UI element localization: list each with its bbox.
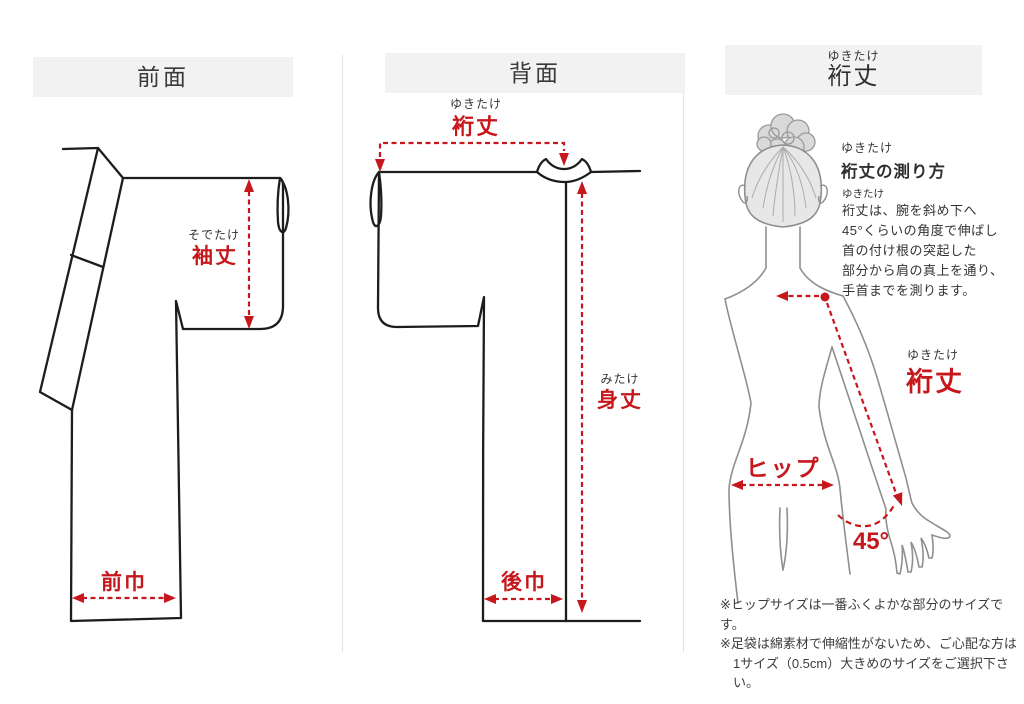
howto-title-furigana: ゆきたけ (841, 141, 894, 155)
front-width-label: 前巾 (101, 571, 147, 594)
back-kimono-drawing (369, 141, 642, 623)
howto-line: 手首までを測ります。 (842, 283, 976, 298)
back-yuki-label: 裄丈 (451, 114, 501, 139)
footnotes: ※ヒップサイズは一番ふくよかな部分のサイズです。 ※足袋は綿素材で伸縮性がないた… (720, 595, 1020, 693)
yuki-bracket-arrow (375, 141, 569, 172)
hip-label: ヒップ (745, 455, 821, 481)
panel-divider-left (342, 55, 343, 652)
angle-label: 45° (852, 528, 890, 555)
footnote-line: ※足袋は綿素材で伸縮性がないため、ご心配な方は (720, 636, 1017, 651)
yuki-measure-line (776, 291, 903, 506)
back-width-label: 後巾 (501, 571, 547, 594)
front-kimono-outline (38, 146, 290, 623)
howto-line: 45°くらいの角度で伸ばし (842, 223, 999, 238)
howto-line: 首の付け根の突起した (842, 243, 978, 258)
back-panel-header: 背面 (385, 53, 685, 93)
hair-strands (751, 146, 817, 222)
front-width-arrow (72, 593, 176, 603)
yuki-header-label: 裄丈 (827, 63, 880, 90)
yuki-howto-block: ゆきたけ 裄丈の測り方 ゆきたけ 裄丈は、腕を斜め下へ 45°くらいの角度で伸ば… (838, 139, 1024, 301)
howto-title: 裄丈の測り方 (841, 163, 946, 181)
front-panel-header: 前面 (33, 57, 293, 97)
panel-divider-right (683, 55, 684, 652)
hip-measure-arrow (731, 480, 834, 490)
sleeve-length-arrow (244, 179, 254, 329)
yuki-panel-header: ゆきたけ 裄丈 (725, 45, 982, 95)
body-length-furigana: みたけ (600, 372, 640, 386)
angle-arc (837, 504, 895, 528)
howto-body-furigana: ゆきたけ (842, 188, 884, 200)
body-length-arrow (577, 181, 587, 613)
figure-drawing (724, 113, 951, 604)
hair-bun (756, 113, 816, 158)
footnote-line: 1サイズ（0.5cm）大きめのサイズをご選択下さい。 (733, 655, 1009, 691)
yuki-arm-label: 裄丈 (906, 367, 964, 397)
figure-body (724, 226, 951, 604)
front-kimono-drawing (38, 146, 290, 623)
sleeve-length-furigana: そでたけ (187, 228, 241, 242)
back-yuki-furigana: ゆきたけ (449, 97, 503, 111)
left-ear (738, 184, 748, 204)
figure-head (738, 144, 828, 228)
back-kimono-outline (369, 157, 642, 623)
body-length-label: 身丈 (597, 389, 643, 412)
yuki-header-furigana: ゆきたけ (827, 49, 880, 63)
footnote-line: ※ヒップサイズは一番ふくよかな部分のサイズです。 (720, 597, 1004, 632)
sleeve-length-label: 袖丈 (192, 245, 238, 268)
yuki-arm-furigana: ゆきたけ (906, 348, 960, 362)
howto-line: 裄丈は、腕を斜め下へ (842, 203, 978, 218)
right-ear (818, 184, 828, 204)
back-width-arrow (484, 594, 563, 604)
howto-line: 部分から肩の真上を通り、 (842, 263, 1004, 278)
